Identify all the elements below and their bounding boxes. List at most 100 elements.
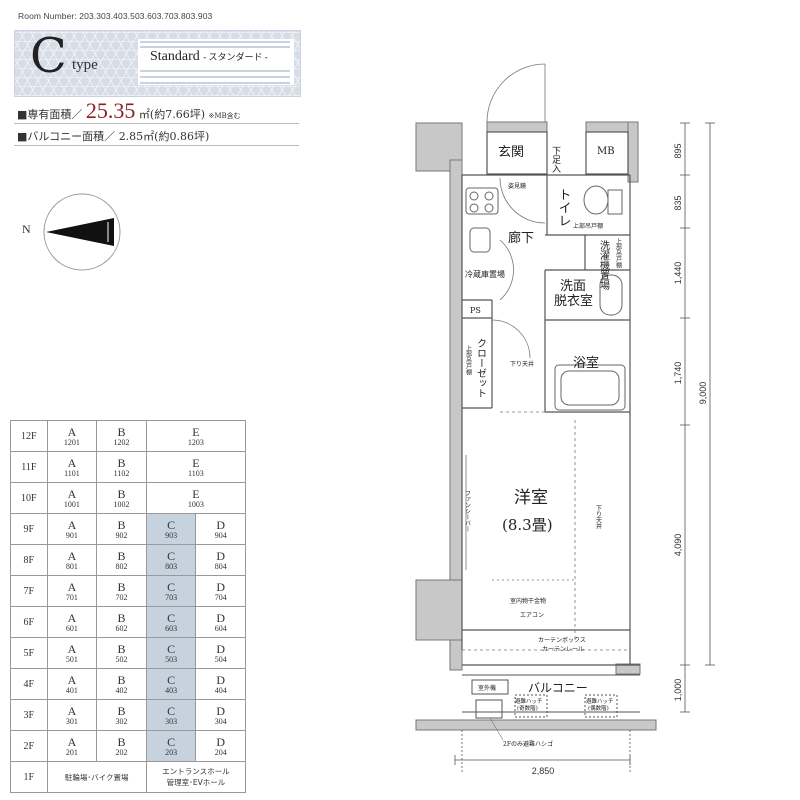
- unit-number: 402: [115, 685, 128, 695]
- unit-type: A: [67, 455, 77, 470]
- unit-number: 1103: [188, 468, 204, 478]
- dim-1740: 1,740: [673, 362, 683, 385]
- private-area-unit: ㎡(約7.66坪): [138, 108, 205, 121]
- unit-type: C: [167, 672, 176, 687]
- unit-number: 803: [165, 561, 178, 571]
- unit-type: B: [117, 517, 126, 532]
- hatch-odd-label-1: 避難ハッチ: [515, 697, 543, 705]
- outdoor-unit-label: 室外機: [478, 684, 496, 692]
- standard-kana: - スタンダード -: [203, 52, 268, 62]
- unit-number: 302: [115, 716, 128, 726]
- unit-number: 703: [165, 592, 178, 602]
- unit-number: 1202: [113, 437, 130, 447]
- standard-label: Standard: [150, 49, 200, 64]
- floor-label: 4F: [10, 668, 48, 700]
- unit-type: B: [117, 610, 126, 625]
- standard-rule: [140, 76, 290, 78]
- bicycle-parking: 駐輪場･バイク置場: [46, 761, 147, 793]
- unit-type: E: [192, 486, 200, 501]
- dim-895: 895: [673, 143, 683, 158]
- divider: [14, 123, 299, 124]
- unit-number: 701: [65, 592, 78, 602]
- unit-type: A: [67, 579, 77, 594]
- unit-number: 702: [115, 592, 128, 602]
- unit-type: A: [67, 610, 77, 625]
- standard-rule: [140, 46, 290, 48]
- getabako-label: 下足入: [550, 146, 561, 173]
- sagari-tenjo-1: 下り天井: [510, 360, 534, 368]
- floor-label: 9F: [10, 513, 48, 545]
- unit-number: 901: [65, 530, 78, 540]
- floor-label: 5F: [10, 637, 48, 669]
- unit-type: C: [167, 641, 176, 656]
- ladder-note: 2Fのみ避難ハシゴ: [503, 740, 553, 748]
- unit-type: A: [67, 424, 77, 439]
- floor-label: 7F: [10, 575, 48, 607]
- unit-type: E: [192, 455, 200, 470]
- sugatami-label: 姿見鏡: [508, 182, 526, 190]
- toilet-label: トイレ: [556, 188, 571, 227]
- entrance-line-2: 管理室･EVホール: [166, 778, 226, 787]
- unit-type: D: [216, 734, 226, 749]
- unit-number: 603: [165, 623, 178, 633]
- genkan-label: 玄関: [498, 145, 524, 160]
- toilet-shelf-label: 上部吊戸棚: [573, 222, 603, 230]
- unit-number: 904: [214, 530, 227, 540]
- sentakuki-label: 洗濯機置場: [598, 240, 610, 291]
- unit-type: B: [117, 672, 126, 687]
- unit-number: 203: [165, 747, 178, 757]
- senmen-label: 洗面: [560, 279, 586, 294]
- divider: [14, 145, 299, 146]
- unit-type: B: [117, 734, 126, 749]
- unit-number: 802: [115, 561, 128, 571]
- private-area-line: ■専有面積／ 25.35 ㎡(約7.66坪) ※MB含む: [17, 98, 241, 124]
- unit-number: 301: [65, 716, 78, 726]
- floor-label: 11F: [10, 451, 48, 483]
- unit-number: 502: [115, 654, 128, 664]
- entrance-hall: エントランスホール管理室･EVホール: [145, 761, 247, 793]
- private-area-value: 25.35: [85, 98, 136, 123]
- unit-type: A: [67, 641, 77, 656]
- unit-number: 601: [65, 623, 78, 633]
- floor-label: 6F: [10, 606, 48, 638]
- unit-number: 704: [214, 592, 227, 602]
- unit-number: 1201: [63, 437, 80, 447]
- unit-number: 1203: [187, 437, 204, 447]
- unit-number: 503: [165, 654, 178, 664]
- unit-type: A: [67, 672, 77, 687]
- dim-835: 835: [673, 195, 683, 210]
- unit-type: B: [117, 703, 126, 718]
- unit-number: 602: [115, 623, 128, 633]
- unit-type: D: [216, 579, 226, 594]
- dim-1440: 1,440: [673, 262, 683, 285]
- unit-type: C: [167, 703, 176, 718]
- unit-type: E: [192, 424, 200, 439]
- unit-type: C: [167, 517, 176, 532]
- floor-label: 10F: [10, 482, 48, 514]
- unit-number: 902: [115, 530, 128, 540]
